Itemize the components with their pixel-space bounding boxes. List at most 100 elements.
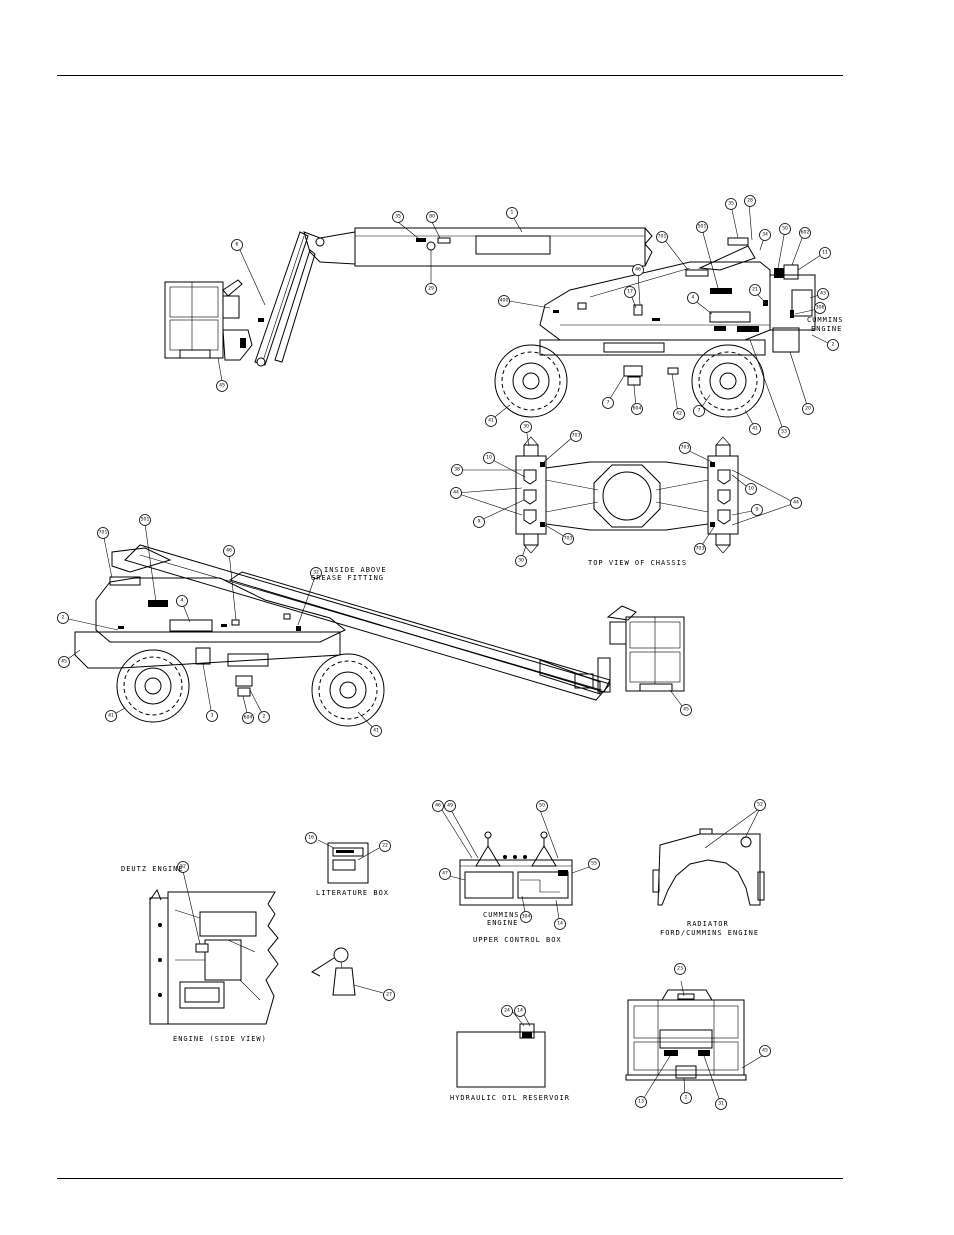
callout-details-16: 13 xyxy=(635,1096,647,1108)
callout-chassis-2: 10 xyxy=(483,452,495,464)
callout-lower-6: 45 xyxy=(58,656,70,668)
callout-chassis-3: 38 xyxy=(451,464,463,476)
literature-box xyxy=(317,839,380,884)
callout-top-21: 2 xyxy=(827,339,839,351)
callout-details-14: 23 xyxy=(674,963,686,975)
callout-top-18: 21 xyxy=(749,284,761,296)
callout-number: 80 xyxy=(429,214,435,220)
callout-number: 42 xyxy=(676,411,682,417)
callout-top-23: 7 xyxy=(602,397,614,409)
label-top-view-of-chassis: TOP VIEW OF CHASSIS xyxy=(588,559,687,567)
callout-number: 20 xyxy=(805,406,811,412)
callout-top-25: 42 xyxy=(673,408,685,420)
callout-number: 9 xyxy=(478,519,481,525)
bottom-rule xyxy=(57,1178,843,1179)
callout-lower-10: 41 xyxy=(105,710,117,722)
callout-top-11: 4 xyxy=(687,292,699,304)
callout-details-17: 1 xyxy=(680,1092,692,1104)
top-chassis xyxy=(539,339,766,356)
radiator xyxy=(652,807,765,906)
top-engine-cover xyxy=(769,274,816,331)
callout-top-27: 41 xyxy=(485,415,497,427)
callout-details-4: 46 xyxy=(432,800,444,812)
lanyard-tag xyxy=(310,947,384,996)
callout-top-8: 17 xyxy=(624,286,636,298)
callout-top-10: 501 xyxy=(696,221,708,233)
label-ford-cummins-engine: FORD/CUMMINS ENGINE xyxy=(660,929,759,937)
callout-number: 43 xyxy=(820,291,826,297)
callout-number: 10 xyxy=(748,486,754,492)
callout-lower-3: 46 xyxy=(223,545,235,557)
callout-lower-2: 4 xyxy=(176,595,188,607)
callout-details-5: 49 xyxy=(444,800,456,812)
callout-number: 41 xyxy=(373,728,379,734)
callout-number: 38 xyxy=(454,467,460,473)
callout-details-6: 47 xyxy=(439,868,451,880)
callout-number: 46 xyxy=(435,803,441,809)
hydraulic-oil-reservoir xyxy=(456,1010,546,1088)
callout-number: 30 xyxy=(518,558,524,564)
callout-top-16: 602 xyxy=(799,227,811,239)
callout-details-0: 52 xyxy=(177,861,189,873)
callout-number: 11 xyxy=(822,250,828,256)
top-wheel-right xyxy=(691,344,765,418)
callout-number: 306 xyxy=(816,305,825,311)
callout-number: 701 xyxy=(99,530,108,536)
callout-details-7: 304 xyxy=(520,911,532,923)
callout-number: 52 xyxy=(757,802,763,808)
callout-lower-4: 32 xyxy=(310,567,322,579)
callout-number: 703 xyxy=(564,536,573,542)
callout-number: 32 xyxy=(313,570,319,576)
callout-number: 304 xyxy=(522,914,531,920)
top-boom-decal xyxy=(475,235,551,255)
callout-number: 35 xyxy=(728,201,734,207)
callout-top-28: 41 xyxy=(749,423,761,435)
callout-chassis-5: 9 xyxy=(473,516,485,528)
callout-chassis-6: 703 xyxy=(562,533,574,545)
callout-number: 52 xyxy=(180,864,186,870)
callout-number: 16 xyxy=(308,835,314,841)
callout-details-13: 14 xyxy=(514,1005,526,1017)
callout-details-2: 22 xyxy=(379,840,391,852)
callout-chassis-1: 703 xyxy=(570,430,582,442)
callout-number: 55 xyxy=(591,861,597,867)
callout-details-12: 24 xyxy=(501,1005,513,1017)
callout-number: 23 xyxy=(677,966,683,972)
callout-lower-5: 2 xyxy=(57,612,69,624)
callout-chassis-9: 10 xyxy=(745,483,757,495)
callout-number: 501 xyxy=(141,517,150,523)
callout-number: 2 xyxy=(263,714,266,720)
callout-top-7: 46 xyxy=(632,264,644,276)
label-grease-fitting: GREASE FITTING xyxy=(311,574,384,582)
lower-wheel-right xyxy=(311,653,385,727)
callout-number: 10 xyxy=(486,455,492,461)
label-literature-box: LITERATURE BOX xyxy=(316,889,389,897)
top-machine xyxy=(164,202,833,433)
callout-details-9: 55 xyxy=(588,858,600,870)
callout-chassis-8: 703 xyxy=(679,442,691,454)
callout-top-3: 1 xyxy=(506,207,518,219)
callout-number: 604 xyxy=(633,406,642,412)
callout-details-10: 14 xyxy=(554,918,566,930)
lower-wheel-left xyxy=(116,649,190,723)
callout-number: 41 xyxy=(488,418,494,424)
label-upper-control-box: UPPER CONTROL BOX xyxy=(473,936,562,944)
callout-number: 703 xyxy=(572,433,581,439)
callout-number: 703 xyxy=(696,546,705,552)
callout-top-0: 6 xyxy=(231,239,243,251)
callout-number: 41 xyxy=(108,713,114,719)
top-wheel-left xyxy=(494,344,568,418)
callout-number: 34 xyxy=(762,232,768,238)
callout-number: 35 xyxy=(395,214,401,220)
callout-top-14: 34 xyxy=(759,229,771,241)
callout-number: 501 xyxy=(698,224,707,230)
callout-number: 4 xyxy=(181,598,184,604)
label-radiator: RADIATOR xyxy=(687,920,729,928)
callout-number: 1 xyxy=(511,210,514,216)
label-deutz-engine: DEUTZ ENGINE xyxy=(121,865,184,873)
callout-chassis-0: 30 xyxy=(520,421,532,433)
callout-number: 17 xyxy=(627,289,633,295)
callout-top-24: 604 xyxy=(631,403,643,415)
callout-number: 30 xyxy=(523,424,529,430)
